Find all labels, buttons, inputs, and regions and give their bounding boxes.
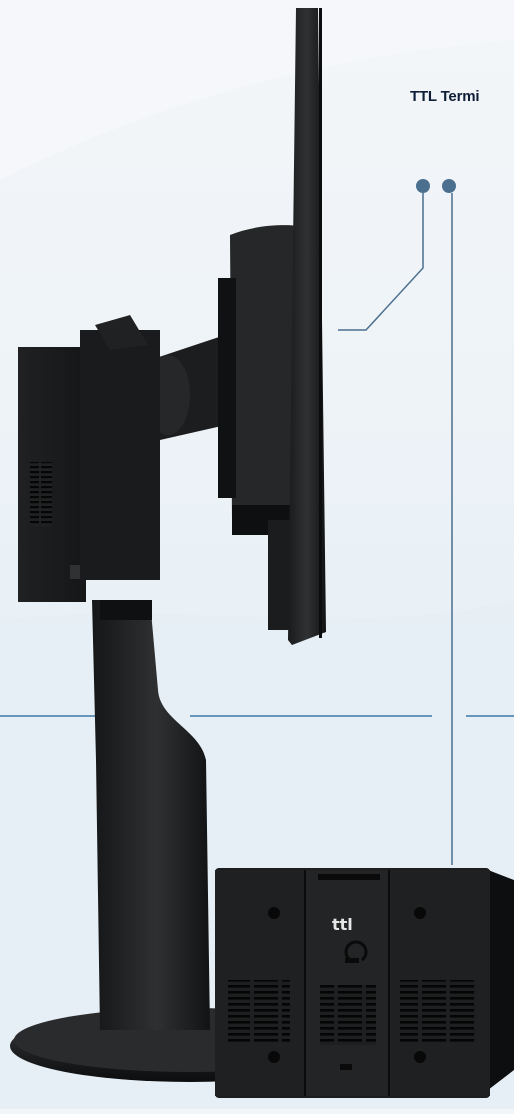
callout-dot-1 <box>416 179 430 193</box>
callout-line-1 <box>338 193 424 331</box>
ttl-terminal-box: ttl <box>215 868 514 1098</box>
monitor-stand <box>92 600 210 1030</box>
page-title: TTL Termi <box>410 88 480 105</box>
callout-dot-2 <box>442 179 456 193</box>
ttl-logo: ttl <box>332 915 353 934</box>
monitor-rear-housing <box>230 225 300 520</box>
monitor-panel <box>288 8 326 645</box>
